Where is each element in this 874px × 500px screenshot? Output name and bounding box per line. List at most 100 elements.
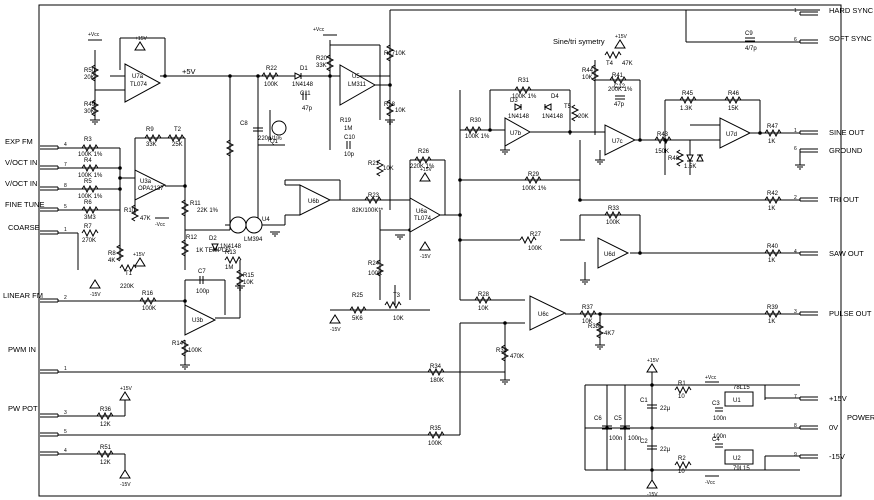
resistor-r45	[679, 95, 697, 105]
svg-text:-Vcc: -Vcc	[155, 222, 166, 228]
svg-text:D2: D2	[209, 236, 217, 242]
transistor-q1: Q1	[270, 120, 287, 145]
resistor-r2	[674, 460, 692, 470]
svg-text:R34: R34	[430, 364, 442, 370]
svg-text:R18: R18	[384, 102, 396, 108]
svg-text:R50: R50	[84, 68, 96, 74]
svg-text:3: 3	[64, 410, 67, 416]
svg-text:R17: R17	[384, 51, 396, 57]
output-label-hard-sync: HARD SYNC IN	[829, 6, 874, 15]
opamp-u6d: U6d	[597, 237, 630, 269]
connector-minus-15v: -15V 9	[794, 452, 845, 461]
input-label-coarse: COARSE	[8, 223, 40, 232]
svg-text:U3b: U3b	[192, 318, 204, 324]
svg-text:U7b: U7b	[510, 131, 522, 137]
resistor-r1	[674, 385, 692, 395]
trimmer-t3	[384, 300, 402, 310]
svg-text:R44: R44	[582, 68, 594, 74]
capacitor-c2	[647, 445, 657, 450]
p15-symbol-2: +15V	[119, 386, 132, 401]
svg-text:10: 10	[678, 469, 685, 475]
svg-text:+Vcc: +Vcc	[313, 27, 325, 33]
svg-text:R36: R36	[100, 407, 112, 413]
svg-text:U6d: U6d	[604, 252, 615, 258]
resistor-r24	[375, 259, 385, 277]
connector-hard-sync: HARD SYNC IN 1	[794, 6, 874, 16]
svg-text:4K7: 4K7	[604, 331, 615, 337]
svg-text:U7a: U7a	[132, 74, 144, 80]
svg-text:T2: T2	[174, 127, 182, 133]
resistor-r33	[604, 210, 622, 220]
p15-symbol-5: +15V	[419, 167, 432, 182]
resistor-r17	[385, 44, 395, 62]
svg-text:100K 1%: 100K 1%	[78, 194, 103, 200]
svg-text:D1: D1	[300, 66, 308, 72]
svg-text:R39: R39	[767, 305, 779, 311]
svg-text:100n: 100n	[713, 416, 726, 422]
svg-text:5: 5	[64, 204, 67, 210]
svg-text:10K: 10K	[582, 75, 593, 81]
capacitor-c9	[745, 37, 755, 42]
capacitor-c7	[199, 276, 204, 284]
svg-text:2: 2	[794, 195, 797, 201]
connector-ground: GROUND 6	[794, 146, 863, 155]
svg-text:100K: 100K	[188, 348, 202, 354]
svg-text:100K 1%: 100K 1%	[78, 152, 103, 158]
svg-text:R29: R29	[528, 172, 540, 178]
output-label-0v: 0V	[829, 423, 838, 432]
svg-text:C7: C7	[198, 269, 206, 275]
svg-text:47p: 47p	[302, 106, 313, 112]
regulator-u1: U1 78L15	[724, 385, 754, 407]
svg-text:+15V: +15V	[133, 252, 145, 258]
svg-text:1: 1	[794, 8, 797, 14]
svg-text:D3: D3	[510, 98, 518, 104]
svg-text:7: 7	[794, 394, 797, 400]
svg-text:10K: 10K	[243, 280, 254, 286]
svg-text:R11: R11	[190, 201, 201, 207]
svg-text:Q1: Q1	[270, 139, 279, 145]
svg-text:R6: R6	[84, 200, 92, 206]
resistor-r38	[595, 321, 605, 339]
connector-tri-out: TRI OUT 2	[794, 195, 859, 204]
svg-text:R5: R5	[84, 179, 92, 185]
svg-text:R51: R51	[100, 445, 112, 451]
svg-text:100K: 100K	[606, 220, 620, 226]
opamp-u3a: U3a OPA2137	[134, 169, 167, 201]
connector-saw-out: SAW OUT 4	[794, 249, 864, 258]
connector-0v: 0V 8	[794, 423, 838, 432]
connector-fine-tune: FINE TUNE 5	[5, 200, 67, 212]
svg-text:R20: R20	[316, 56, 328, 62]
connector-soft-sync: SOFT SYNC IN 6	[794, 34, 874, 44]
svg-text:+Vcc: +Vcc	[705, 375, 717, 381]
svg-text:C3: C3	[712, 401, 720, 407]
svg-text:-15V: -15V	[90, 292, 101, 298]
resistors	[81, 44, 782, 470]
svg-text:82K/100K**: 82K/100K**	[352, 208, 384, 214]
svg-text:T4: T4	[606, 61, 614, 67]
output-label-pulse-out: PULSE OUT	[829, 309, 872, 318]
resistor-r51	[96, 449, 114, 459]
svg-text:10K: 10K	[395, 108, 406, 114]
svg-text:47K: 47K	[140, 216, 151, 222]
svg-text:79L15: 79L15	[733, 466, 750, 472]
diodes	[211, 72, 704, 252]
resistor-r10	[130, 204, 140, 222]
regulator-u2: U2 79L15	[724, 449, 754, 472]
svg-text:R43: R43	[657, 132, 669, 138]
diode-sine-1	[686, 154, 694, 163]
resistor-r34	[427, 367, 445, 377]
svg-text:10K: 10K	[395, 51, 406, 57]
svg-text:100K: 100K	[428, 441, 442, 447]
svg-text:15K: 15K	[728, 106, 739, 112]
capacitor-c10	[346, 141, 351, 149]
svg-text:100K: 100K	[264, 82, 278, 88]
svg-text:1M: 1M	[344, 126, 352, 132]
svg-text:10K: 10K	[478, 306, 489, 312]
svg-text:R16: R16	[142, 291, 154, 297]
resistor-r39	[764, 309, 782, 319]
p15-symbol-3: +15V	[614, 34, 627, 49]
resistor-r46	[724, 95, 742, 105]
svg-text:R27: R27	[530, 232, 542, 238]
connector-sine-out: SINE OUT 1	[794, 128, 865, 137]
svg-text:100n: 100n	[609, 436, 622, 442]
